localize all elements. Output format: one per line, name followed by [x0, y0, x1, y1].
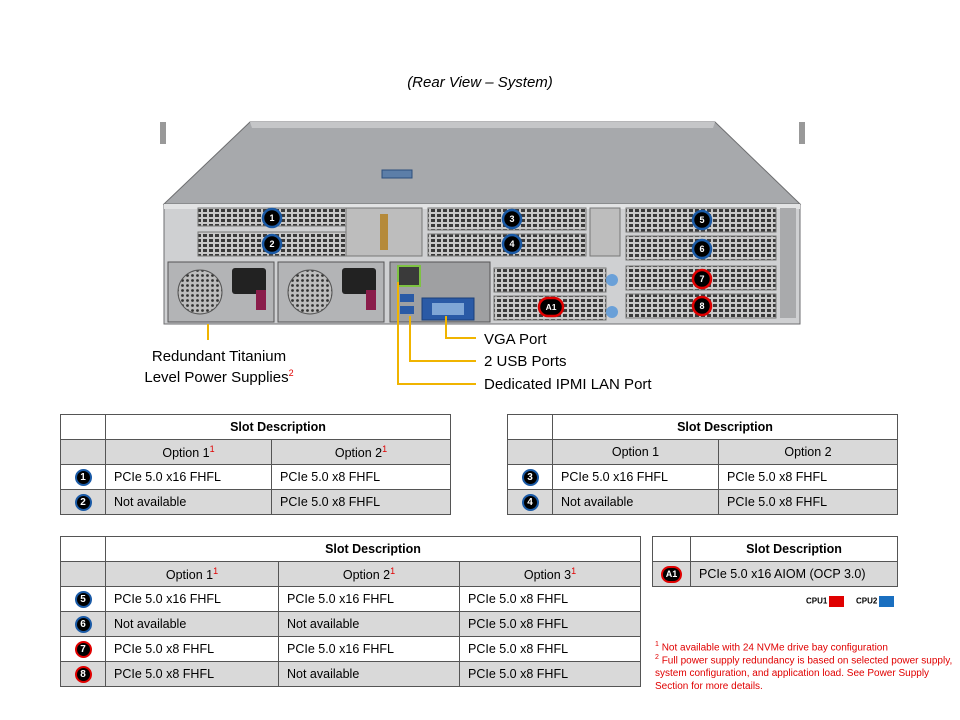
- slot-badge-3: 3: [501, 208, 523, 230]
- slot-table-3-4: Slot Description Option 1 Option 2 3 PCI…: [507, 414, 898, 515]
- slot-badge-5: 5: [691, 209, 713, 231]
- svg-text:5: 5: [699, 215, 704, 225]
- cpu1-swatch: [829, 596, 845, 607]
- svg-text:4: 4: [509, 239, 514, 249]
- server-rear-chassis: 1 2 3 4 5 6 7 8 A1: [160, 121, 805, 325]
- slot-badge: 2: [74, 493, 92, 511]
- slot-badge-a1: A1: [537, 296, 565, 318]
- slot-table-a1: Slot Description A1 PCIe 5.0 x16 AIOM (O…: [652, 536, 898, 587]
- svg-text:2: 2: [269, 239, 274, 249]
- slot-table-1-2: Slot Description Option 11 Option 21 1 P…: [60, 414, 451, 515]
- slot-badge: 5: [74, 590, 92, 608]
- vga-port-label: VGA Port: [484, 331, 547, 348]
- svg-text:8: 8: [699, 301, 704, 311]
- slot-badge: 8: [74, 665, 92, 683]
- svg-text:A1: A1: [546, 302, 557, 312]
- svg-text:7: 7: [699, 274, 704, 284]
- table-row: A1 PCIe 5.0 x16 AIOM (OCP 3.0): [652, 561, 898, 587]
- slot-badge: 3: [521, 468, 539, 486]
- slot-badge: 1: [74, 468, 92, 486]
- view-title: (Rear View – System): [407, 74, 553, 91]
- slot-badge-8: 8: [691, 295, 713, 317]
- legend-cpu1: CPU1: [806, 596, 845, 607]
- slot-badge-4: 4: [501, 233, 523, 255]
- slot-badge-6: 6: [691, 238, 713, 260]
- slot-badge-2: 2: [261, 233, 283, 255]
- psu-label: Redundant Titanium Level Power Supplies2: [144, 348, 294, 386]
- legend-cpu2: CPU2: [856, 596, 895, 607]
- ipmi-port-label: Dedicated IPMI LAN Port: [484, 376, 652, 393]
- slot-badge-1: 1: [261, 207, 283, 229]
- footnote-2: 2 Full power supply redundancy is based …: [655, 654, 953, 693]
- slot-badge: 4: [521, 493, 539, 511]
- slot-badge: A1: [661, 565, 682, 583]
- slot-table-5-8: Slot Description Option 11 Option 21 Opt…: [60, 536, 641, 687]
- slot-badge: 6: [74, 615, 92, 633]
- cpu2-swatch: [879, 596, 895, 607]
- usb-ports-label: 2 USB Ports: [484, 353, 567, 370]
- svg-text:6: 6: [699, 244, 704, 254]
- svg-text:1: 1: [269, 213, 274, 223]
- slot-badge-7: 7: [691, 268, 713, 290]
- slot-badge: 7: [74, 640, 92, 658]
- svg-text:3: 3: [509, 214, 514, 224]
- callout-lines: [207, 282, 476, 385]
- footnote-1: 1 Not available with 24 NVMe drive bay c…: [655, 641, 888, 654]
